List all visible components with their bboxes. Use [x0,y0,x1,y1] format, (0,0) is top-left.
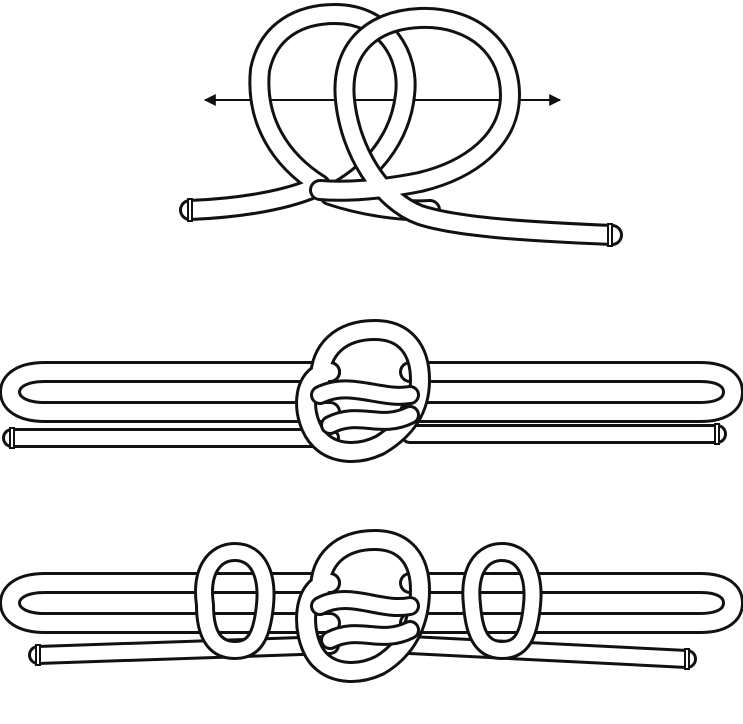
rope-end-right [608,224,612,246]
right-binding-loop [471,552,532,650]
rope-end-right-3 [685,649,689,669]
step-2-dressed-knot [10,330,733,452]
left-bight-3 [10,583,330,623]
right-bight [410,372,733,412]
right-free-end-3 [410,645,687,659]
rope-end-bottom-left [10,428,14,448]
left-binding-loop [204,552,265,650]
rope-end-bottom-right [715,424,719,444]
right-bight-3 [410,583,733,623]
left-bight [10,372,330,412]
step-3-secured-knot [10,540,733,672]
rope-end-left-3 [36,645,40,665]
knot-body [306,330,420,452]
left-free-end-3 [38,645,330,655]
rope-end-left [188,199,192,221]
step-1-loose-knot [188,14,612,246]
knot-body-3 [306,540,420,672]
